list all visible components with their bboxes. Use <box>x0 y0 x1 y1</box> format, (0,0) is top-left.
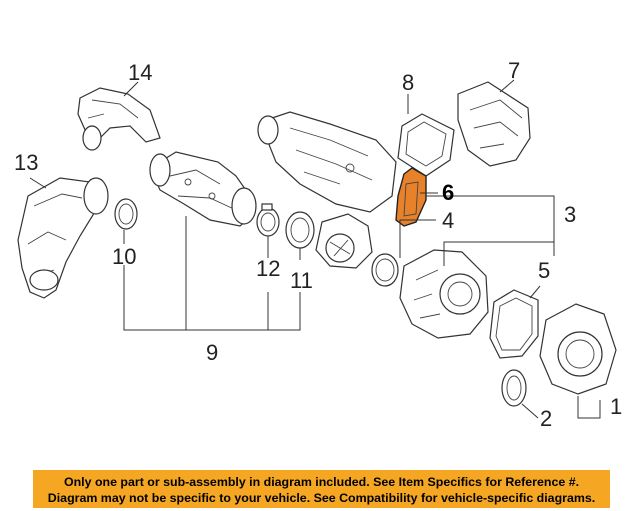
callout-1[interactable]: 1 <box>610 394 623 419</box>
callout-4[interactable]: 4 <box>442 208 455 233</box>
part-6-gasket-highlighted[interactable] <box>395 167 427 227</box>
part-13-intake-duct[interactable] <box>17 177 109 299</box>
leader-lines <box>29 79 601 419</box>
callout-7[interactable]: 7 <box>508 58 521 83</box>
parts-diagram <box>17 79 617 419</box>
part-2-clamp[interactable] <box>501 369 527 407</box>
part-1-throttle-housing[interactable] <box>539 303 617 395</box>
supercharger-assembly <box>257 111 397 213</box>
callout-8[interactable]: 8 <box>402 70 415 95</box>
callout-11[interactable]: 11 <box>290 268 313 293</box>
throttle-body-upper <box>315 213 373 269</box>
callout-13[interactable]: 13 <box>14 150 39 175</box>
callout-9[interactable]: 9 <box>206 340 219 365</box>
part-7-air-box[interactable] <box>457 81 531 167</box>
callout-14[interactable]: 14 <box>128 60 153 85</box>
part-11-coupler[interactable] <box>285 211 315 249</box>
callout-6[interactable]: 6 <box>442 180 455 205</box>
part-10-o-ring-inner <box>118 203 134 225</box>
part-3-throttle-body[interactable] <box>399 249 489 339</box>
notice-line-2: Diagram may not be specific to your vehi… <box>47 491 596 505</box>
callout-2[interactable]: 2 <box>540 406 553 431</box>
part-9-resonator[interactable] <box>149 151 257 227</box>
notice-line-1: Only one part or sub-assembly in diagram… <box>63 475 580 489</box>
part-4-o-ring-inner <box>375 258 395 282</box>
notice-banner: Only one part or sub-assembly in diagram… <box>33 470 610 508</box>
part-5-gasket[interactable] <box>489 289 539 359</box>
callout-5[interactable]: 5 <box>538 258 551 283</box>
part-8-gasket[interactable] <box>397 113 455 177</box>
callout-3[interactable]: 3 <box>564 202 577 227</box>
part-14-inlet-hose[interactable] <box>77 87 161 151</box>
callout-10[interactable]: 10 <box>112 244 137 269</box>
part-12-clamp[interactable] <box>256 203 280 237</box>
callout-12[interactable]: 12 <box>256 256 281 281</box>
part-10-o-ring[interactable] <box>114 198 138 230</box>
